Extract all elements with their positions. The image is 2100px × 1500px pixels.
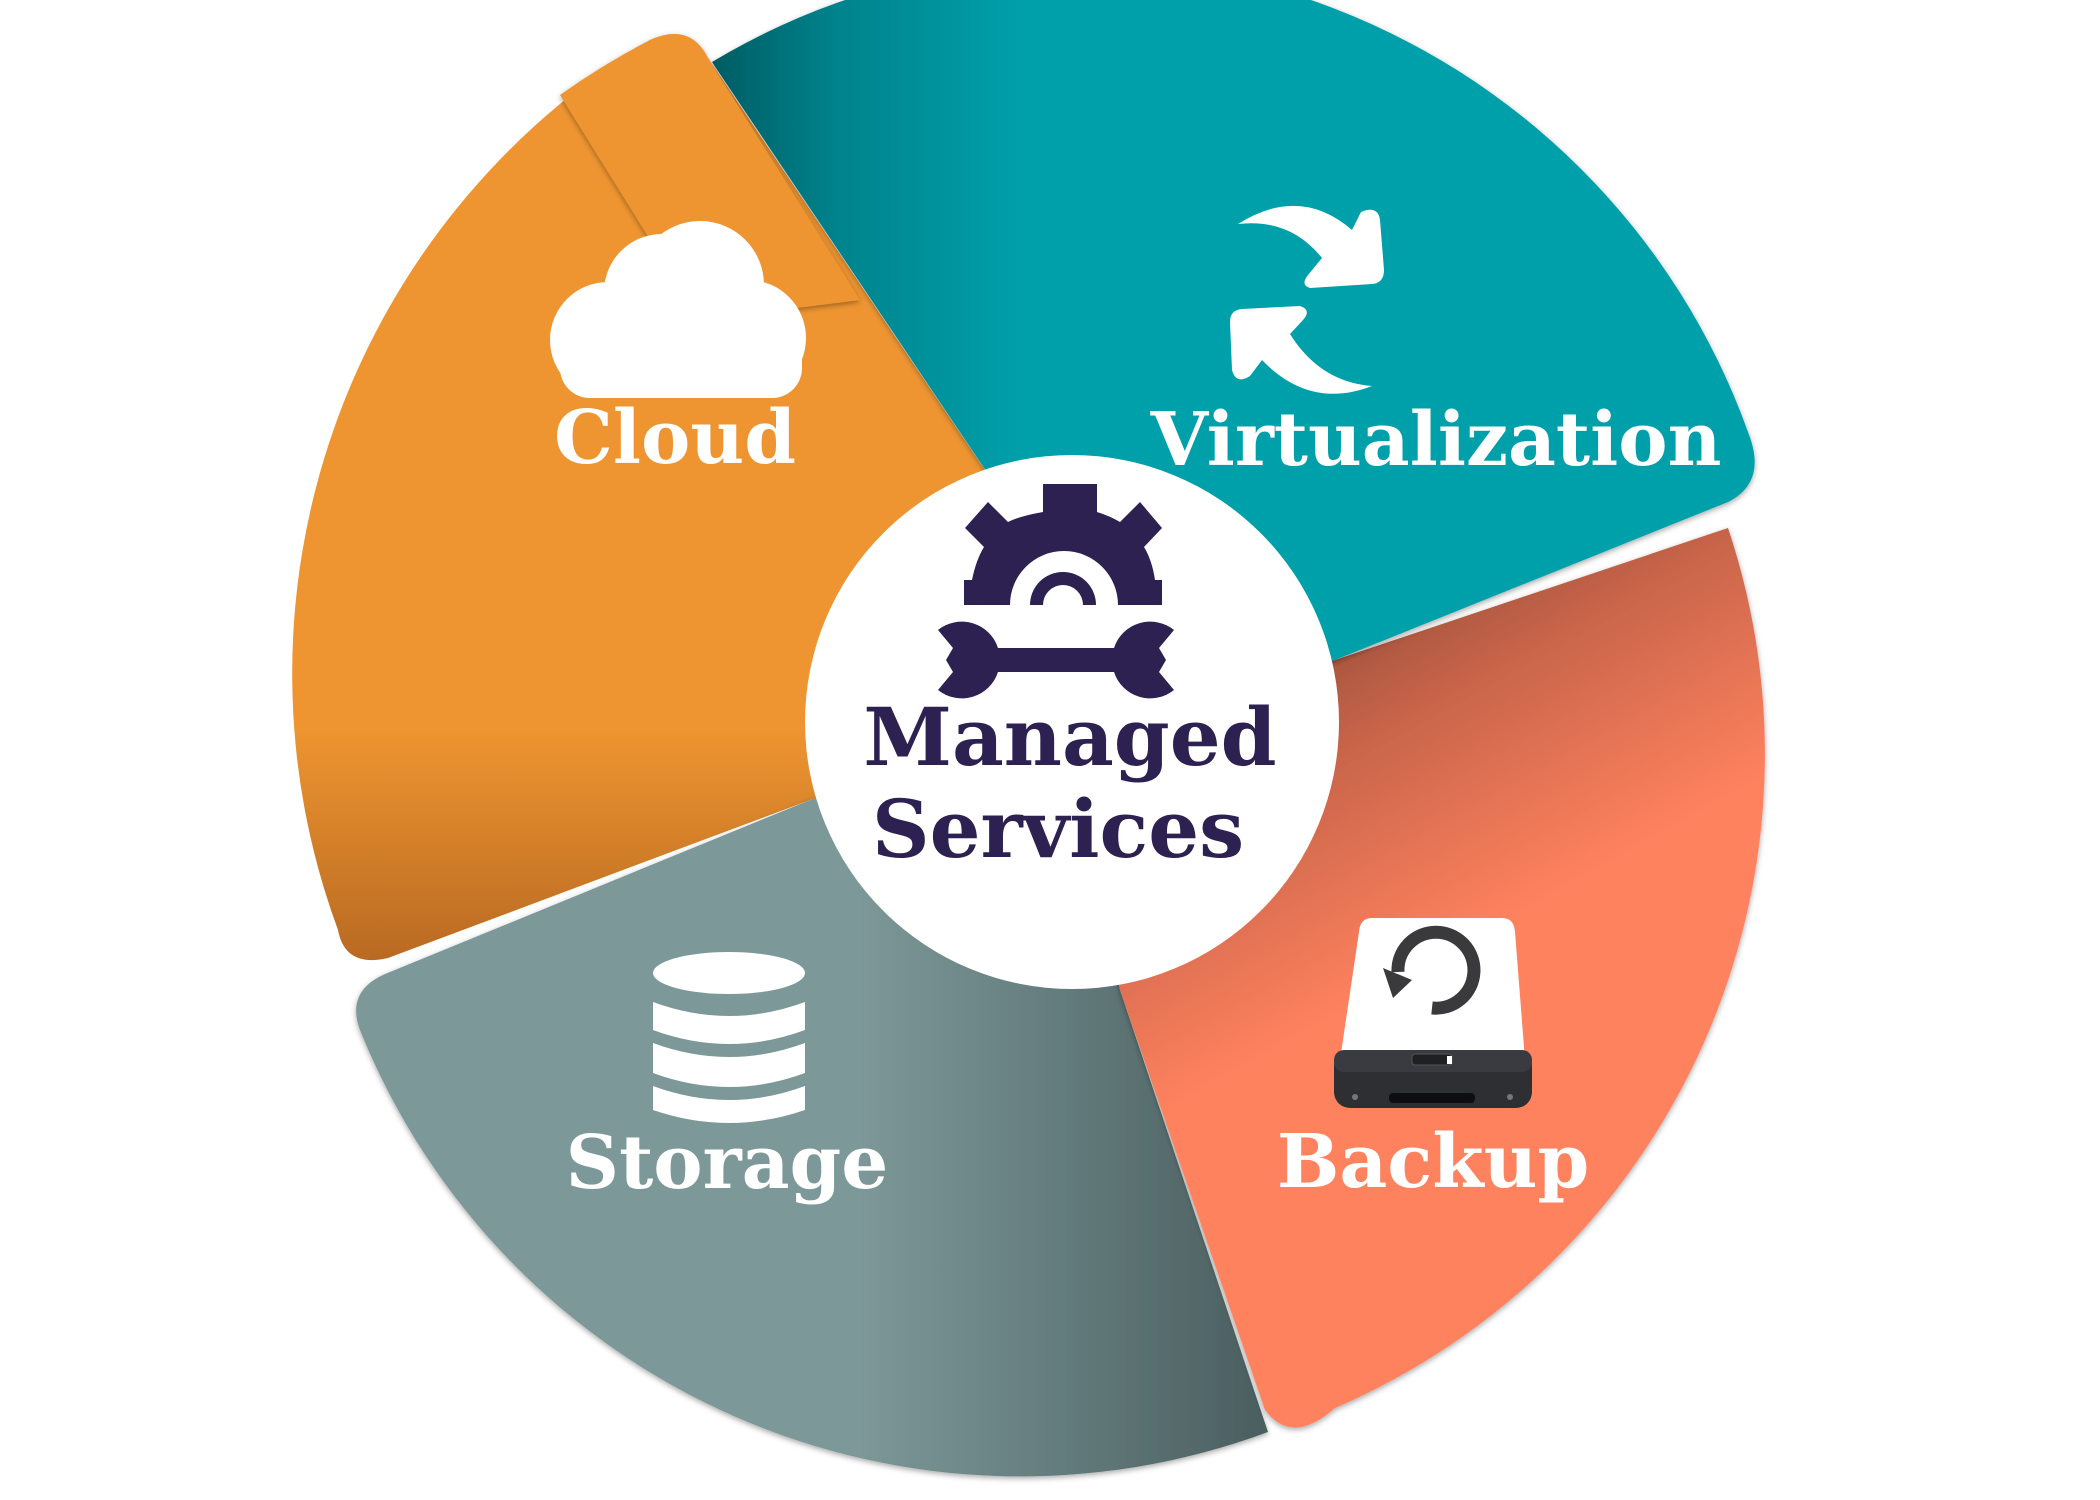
database-icon [653, 952, 805, 1123]
center-hub: Managed Services [805, 455, 1339, 989]
segment-cloud-tip [560, 34, 860, 320]
segment-cloud-tip-shape [560, 34, 860, 320]
segment-label-virtualization: Virtualization [1150, 397, 1722, 483]
segment-label-storage: Storage [566, 1120, 889, 1206]
segment-label-cloud: Cloud [554, 395, 796, 481]
center-title-line2: Services [872, 782, 1244, 876]
center-title-line1: Managed [863, 690, 1276, 784]
sync-arrows-icon [1230, 205, 1384, 394]
cloud-icon [550, 221, 806, 398]
center-circle [805, 455, 1339, 989]
segment-label-backup: Backup [1277, 1119, 1589, 1205]
gear-wrench-icon [938, 484, 1174, 699]
backup-drive-icon [1334, 918, 1532, 1108]
